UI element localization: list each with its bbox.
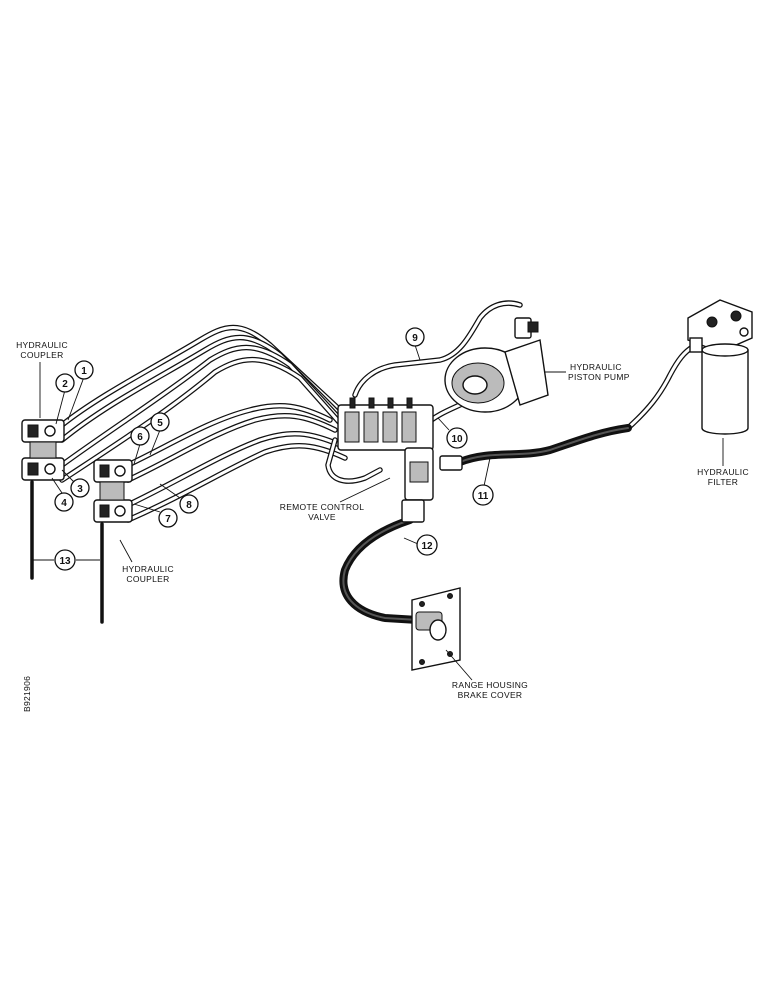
callout-10-label: 10 — [451, 434, 463, 445]
valve-label-line1: REMOTE CONTROL — [280, 502, 364, 512]
callout-2-label: 2 — [62, 379, 68, 390]
callout-1-label: 1 — [81, 366, 87, 377]
left-hydraulic-coupler — [21, 419, 65, 580]
callout-3 — [70, 478, 90, 498]
callout-6-label: 6 — [137, 432, 143, 443]
callout-7 — [158, 508, 178, 528]
callout-11 — [472, 484, 494, 506]
callout-3-label: 3 — [77, 484, 83, 495]
callout-9-label: 9 — [412, 333, 418, 344]
rigid-pipes — [59, 300, 697, 523]
callout-8 — [179, 494, 199, 514]
pump-label-line2: PISTON PUMP — [568, 372, 630, 382]
brake-cover-label-line2: BRAKE COVER — [458, 690, 523, 700]
callout-6 — [130, 426, 150, 446]
callout-9 — [405, 327, 425, 347]
hydraulic-piston-pump — [444, 317, 549, 413]
filter-label-line1: HYDRAULIC — [697, 467, 749, 477]
callout-2 — [55, 373, 75, 393]
figure-code: B921906 — [22, 676, 32, 712]
remote-control-valve — [337, 397, 463, 523]
hydraulic-filter — [687, 299, 753, 435]
callout-11-label: 11 — [478, 491, 489, 502]
callout-8-label: 8 — [186, 500, 192, 511]
left-coupler-label-line1: HYDRAULIC — [16, 340, 68, 350]
callout-12 — [416, 534, 438, 556]
right-coupler-label-line1: HYDRAULIC — [122, 564, 174, 574]
valve-label-line2: VALVE — [308, 512, 336, 522]
pump-label-line1: HYDRAULIC — [570, 362, 622, 372]
flexible-hoses — [339, 424, 632, 624]
filter-label-line2: FILTER — [708, 477, 738, 487]
part-labels: HYDRAULIC COUPLER HYDRAULIC COUPLER HYDR… — [16, 340, 749, 712]
range-housing-brake-cover — [411, 587, 461, 671]
callout-4-label: 4 — [61, 498, 67, 509]
callout-13-label: 13 — [59, 556, 71, 567]
callout-7-label: 7 — [165, 514, 171, 525]
callout-12-label: 12 — [421, 541, 433, 552]
callout-5-label: 5 — [157, 418, 163, 429]
callout-13 — [54, 549, 76, 571]
right-coupler-label-line2: COUPLER — [126, 574, 169, 584]
callout-5 — [150, 412, 170, 432]
right-hydraulic-coupler — [93, 459, 133, 624]
callout-1 — [74, 360, 94, 380]
callouts: 1 2 3 4 5 6 7 8 9 10 — [33, 327, 494, 571]
callout-10 — [446, 427, 468, 449]
brake-cover-label-line1: RANGE HOUSING — [452, 680, 528, 690]
callout-4 — [54, 492, 74, 512]
left-coupler-label-line2: COUPLER — [20, 350, 63, 360]
